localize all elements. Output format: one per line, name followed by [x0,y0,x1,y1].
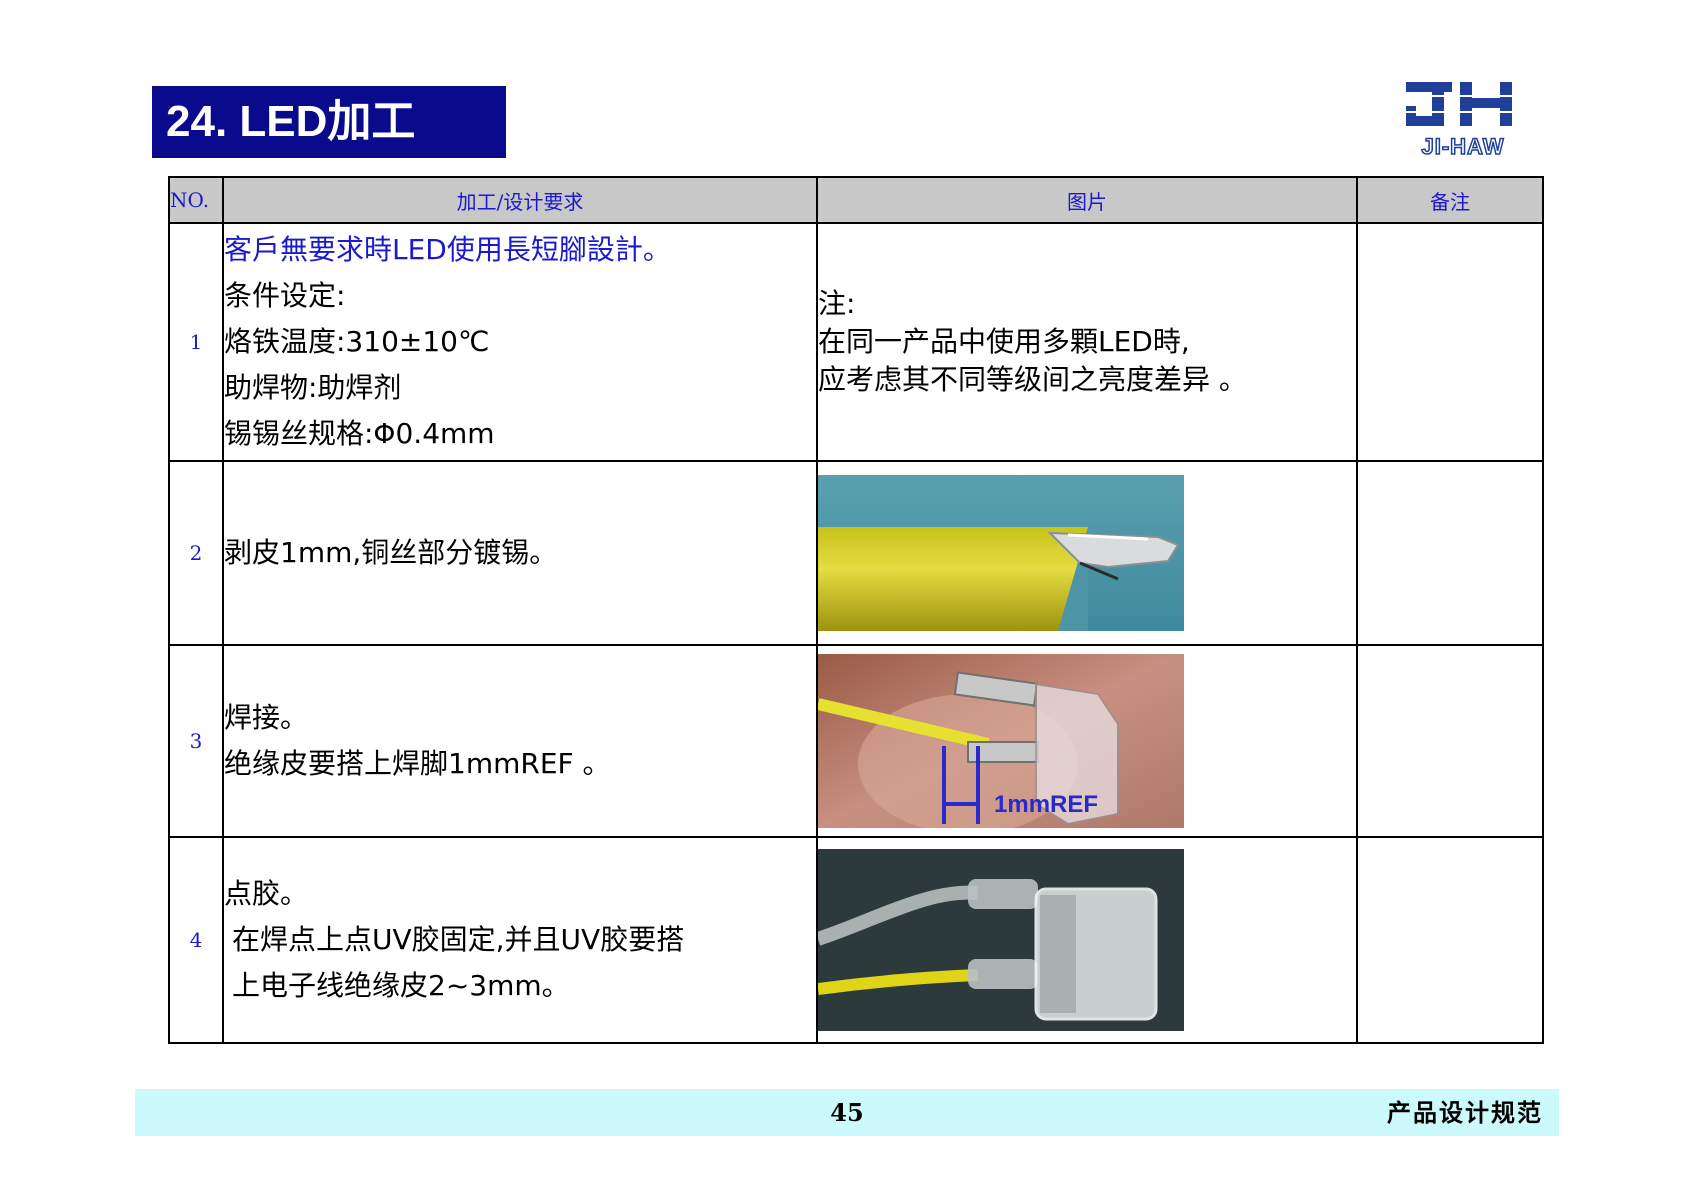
soldering-photo: 1mmREF [818,654,1184,828]
uv-glue-photo [818,849,1184,1031]
requirement-cell: 剥皮1mm,铜丝部分镀锡。 [222,460,818,646]
page-number: 45 [830,1098,864,1127]
note-text-cell: 注: 在同一产品中使用多顆LED時, 应考虑其不同等级间之亮度差异 。 [816,222,1358,462]
requirement-line: 上电子线绝缘皮2~3mm。 [232,969,570,1002]
requirement-cell: 点胶。 在焊点上点UV胶固定,并且UV胶要搭 上电子线绝缘皮2~3mm。 [222,836,818,1044]
requirement-line: 助焊物:助焊剂 [224,371,402,404]
footer-document-title: 产品设计规范 [1387,1098,1543,1127]
table-row: 3 焊接。 绝缘皮要搭上焊脚1mmREF 。 [168,644,1544,838]
picture-cell [816,460,1358,646]
stripped-wire-photo [818,475,1184,631]
requirement-line: 烙铁温度:310±10℃ [224,325,490,358]
footer-bar: 45 产品设计规范 [135,1089,1559,1136]
row-number: 4 [168,836,224,1044]
remark-cell [1356,644,1544,838]
row-number: 3 [168,644,224,838]
page-title: 24. LED加工 [152,86,506,158]
requirement-line: 锡锡丝规格:Φ0.4mm [224,417,495,450]
remark-cell [1356,222,1544,462]
note-line: 应考虑其不同等级间之亮度差异 。 [818,363,1247,396]
remark-cell [1356,836,1544,1044]
picture-cell: 1mmREF [816,644,1358,838]
requirement-cell: 焊接。 绝缘皮要搭上焊脚1mmREF 。 [222,644,818,838]
table-row: 4 点胶。 在焊点上点UV胶固定,并且UV胶要搭 上电子线绝缘皮2~3mm。 [168,836,1544,1044]
requirement-line: 绝缘皮要搭上焊脚1mmREF 。 [224,747,611,780]
requirement-line: 条件设定: [224,279,346,312]
picture-cell [816,836,1358,1044]
requirement-line: 焊接。 [224,701,309,734]
header-requirement: 加工/设计要求 [222,176,818,224]
remark-cell [1356,460,1544,646]
requirements-table: NO. 加工/设计要求 图片 备注 1 客戶無要求時LED使用長短腳設計。 条件… [168,176,1544,1044]
requirement-cell: 客戶無要求時LED使用長短腳設計。 条件设定: 烙铁温度:310±10℃ 助焊物… [222,222,818,462]
header-no: NO. [168,176,224,224]
table-header-row: NO. 加工/设计要求 图片 备注 [168,176,1544,224]
requirement-line: 在焊点上点UV胶固定,并且UV胶要搭 [232,923,685,956]
svg-text:JI-HAW: JI-HAW [1422,134,1505,159]
dimension-label: 1mmREF [994,791,1098,818]
note-line: 注: [818,287,856,320]
requirement-line: 剥皮1mm,铜丝部分镀锡。 [224,536,558,569]
row-number: 2 [168,460,224,646]
table-row: 1 客戶無要求時LED使用長短腳設計。 条件设定: 烙铁温度:310±10℃ 助… [168,222,1544,462]
header-picture: 图片 [816,176,1358,224]
ji-haw-logo: JI-HAW [1392,76,1534,162]
table-row: 2 剥皮1mm,铜丝部分镀锡。 [168,460,1544,646]
note-line: 在同一产品中使用多顆LED時, [818,325,1190,358]
requirement-line: 点胶。 [224,877,309,910]
row-number: 1 [168,222,224,462]
requirement-line: 客戶無要求時LED使用長短腳設計。 [224,233,671,266]
header-note: 备注 [1356,176,1544,224]
